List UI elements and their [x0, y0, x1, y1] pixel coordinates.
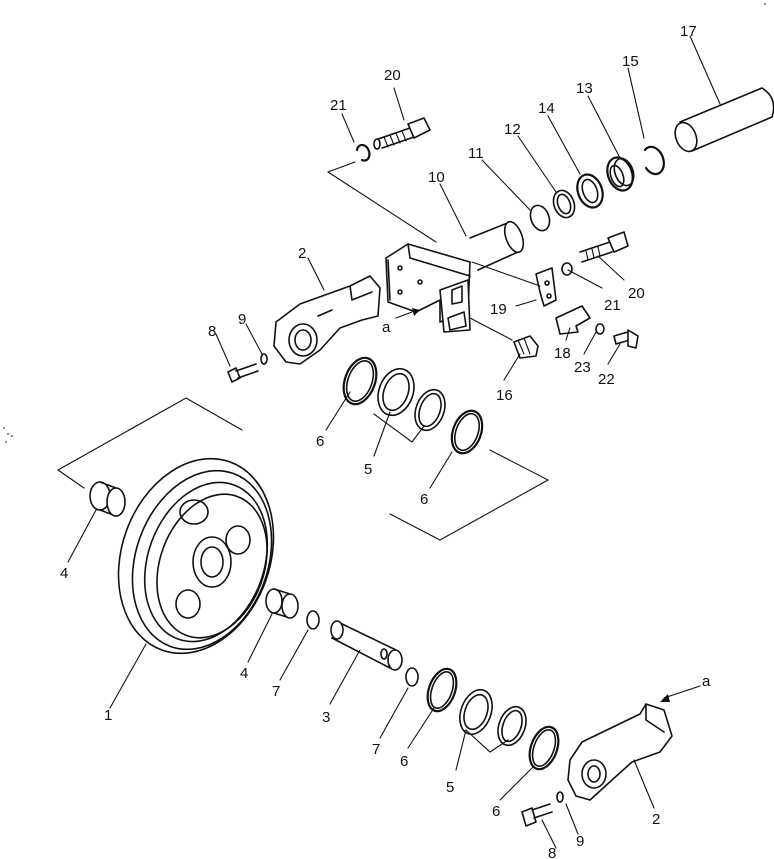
callout-1: 1 — [104, 707, 112, 724]
reference-arrow-upper — [395, 308, 420, 319]
callout-9-bottom: 9 — [576, 833, 584, 850]
callout-5-top: 5 — [364, 461, 372, 478]
callout-2-bottom: 2 — [652, 811, 660, 828]
callout-19: 19 — [490, 301, 507, 318]
callout-22: 22 — [598, 371, 615, 388]
callout-23: 23 — [574, 359, 591, 376]
part-19-plate — [535, 267, 557, 307]
callout-21-right: 21 — [604, 297, 621, 314]
part-1-idler — [117, 457, 275, 655]
callout-10: 10 — [428, 169, 445, 186]
callout-20-right: 20 — [628, 285, 645, 302]
part-7-ring-lower — [405, 667, 419, 687]
callout-21-top: 21 — [330, 97, 347, 114]
scan-specks — [3, 3, 766, 443]
callout-12: 12 — [504, 121, 521, 138]
part-2-bracket-bottom — [567, 703, 673, 801]
part-2-bracket-top — [273, 275, 381, 365]
callout-6-c: 6 — [400, 753, 408, 770]
callout-8-bottom: 8 — [548, 845, 556, 859]
parts-11-15-rings — [529, 145, 665, 232]
callout-4-upper: 4 — [60, 565, 68, 582]
callout-7-upper: 7 — [272, 683, 280, 700]
callout-3: 3 — [322, 709, 330, 726]
part-20-bolt-right — [579, 231, 629, 263]
part-21-washer-right — [561, 262, 573, 276]
part-8-bolt-bottom — [521, 803, 553, 827]
part-23-washer — [595, 323, 605, 335]
callout-6-b: 6 — [420, 491, 428, 508]
upper-seal-group — [342, 356, 484, 455]
callout-18: 18 — [554, 345, 571, 362]
callout-11: 11 — [468, 145, 484, 162]
callout-15: 15 — [622, 53, 639, 70]
callout-6-d: 6 — [492, 803, 500, 820]
part-4-bushing-lower — [265, 588, 299, 619]
callout-4-lower: 4 — [240, 665, 248, 682]
leader-lines — [57, 35, 721, 849]
callout-9-top: 9 — [238, 311, 246, 328]
part-20-bolt-top — [373, 117, 431, 150]
part-17-pin — [674, 87, 774, 153]
part-16-plug — [513, 335, 539, 359]
reference-a-upper: a — [382, 319, 391, 336]
part-4-bushing-upper — [89, 481, 126, 517]
callout-2-top: 2 — [298, 245, 306, 262]
callout-labels: 17 15 13 14 12 11 10 20 21 2 20 21 19 18… — [60, 23, 711, 859]
callout-20-top: 20 — [384, 67, 401, 84]
part-18-plate — [555, 305, 591, 335]
callout-7-lower: 7 — [372, 741, 380, 758]
callout-17: 17 — [680, 23, 697, 40]
part-10-support — [385, 220, 525, 333]
part-22-bolt — [613, 329, 639, 349]
callout-6-a: 6 — [316, 433, 324, 450]
part-9-washer-bottom — [556, 791, 564, 803]
callout-14: 14 — [538, 100, 555, 117]
lower-seal-group — [426, 667, 560, 771]
part-3-shaft — [330, 620, 403, 671]
part-21-washer-top — [355, 143, 371, 162]
reference-a-lower: a — [702, 673, 711, 690]
part-8-bolt-top — [227, 363, 259, 383]
part-9-washer-top — [260, 353, 268, 365]
callout-5-bottom: 5 — [446, 779, 454, 796]
callout-8-top: 8 — [208, 323, 216, 340]
callout-13: 13 — [576, 80, 593, 97]
reference-arrow-lower — [660, 685, 701, 702]
part-7-ring-upper — [306, 610, 320, 630]
callout-16: 16 — [496, 387, 513, 404]
